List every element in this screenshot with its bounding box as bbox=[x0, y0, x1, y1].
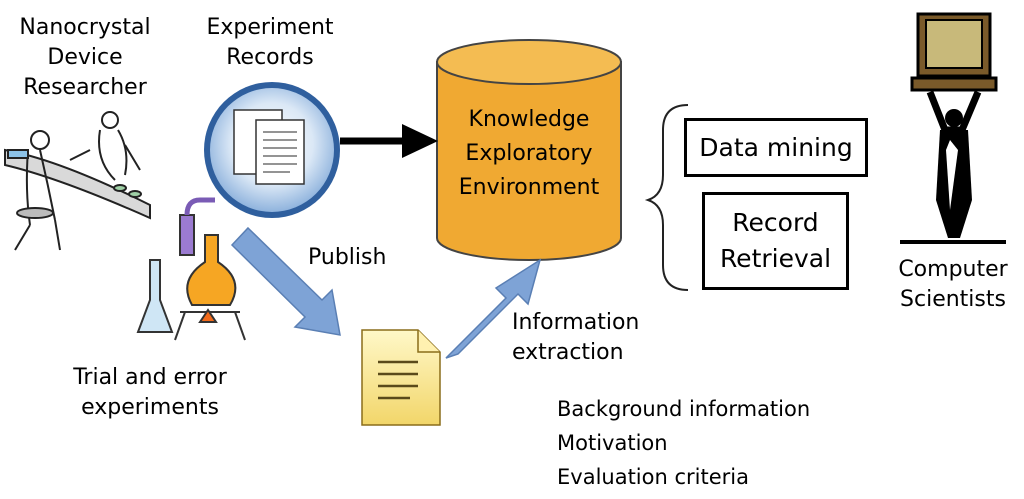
record-retrieval-line: Record bbox=[732, 208, 819, 237]
trial-label-line: Trial and error bbox=[73, 365, 227, 390]
scientists-label-line: Computer bbox=[898, 257, 1008, 282]
extraction-label-line: Information bbox=[512, 310, 640, 335]
extraction-label-line: extraction bbox=[512, 340, 624, 365]
records-label-line: Records bbox=[226, 45, 314, 70]
data-mining-label: Data mining bbox=[699, 132, 853, 162]
curly-brace bbox=[644, 104, 689, 291]
researcher-label-line: Device bbox=[47, 45, 123, 70]
record-retrieval-line: Retrieval bbox=[719, 244, 832, 273]
knowledge-label-line: Knowledge bbox=[468, 107, 590, 132]
extracted-item: Background information bbox=[557, 397, 811, 421]
trial-label-line: experiments bbox=[81, 395, 219, 420]
researcher-label-line: Researcher bbox=[23, 75, 147, 100]
scientists-label-line: Scientists bbox=[900, 287, 1006, 312]
extracted-item: Motivation bbox=[557, 431, 668, 455]
knowledge-label-line: Exploratory bbox=[465, 141, 593, 166]
extracted-items-list: Background information Motivation Evalua… bbox=[557, 392, 810, 494]
experiment-records-label: Experiment Records bbox=[190, 13, 350, 73]
arrow-records-to-environment bbox=[340, 124, 438, 158]
trial-experiments-label: Trial and error experiments bbox=[50, 363, 250, 423]
extracted-item: Evaluation criteria bbox=[557, 465, 749, 489]
researcher-label-line: Nanocrystal bbox=[19, 15, 151, 40]
document-icon bbox=[361, 329, 441, 426]
researcher-illustration bbox=[4, 111, 151, 251]
records-label-line: Experiment bbox=[206, 15, 334, 40]
publish-label: Publish bbox=[308, 245, 387, 270]
data-mining-box: Data mining bbox=[684, 118, 868, 177]
record-retrieval-box: Record Retrieval bbox=[702, 192, 849, 290]
cylinder-body bbox=[436, 61, 622, 261]
arrow-publish bbox=[230, 226, 341, 336]
cylinder-top bbox=[436, 39, 622, 85]
flask-illustration bbox=[136, 197, 246, 341]
computer-scientist-illustration bbox=[900, 12, 1006, 244]
knowledge-label-line: Environment bbox=[458, 175, 600, 200]
researcher-label: Nanocrystal Device Researcher bbox=[5, 13, 165, 103]
knowledge-environment-label: Knowledge Exploratory Environment bbox=[437, 103, 621, 205]
arrow-information-extraction bbox=[445, 258, 542, 359]
computer-scientists-label: Computer Scientists bbox=[878, 255, 1024, 315]
information-extraction-label: Information extraction bbox=[512, 308, 639, 368]
experiment-records-icon bbox=[204, 82, 340, 218]
knowledge-cylinder bbox=[436, 39, 622, 261]
